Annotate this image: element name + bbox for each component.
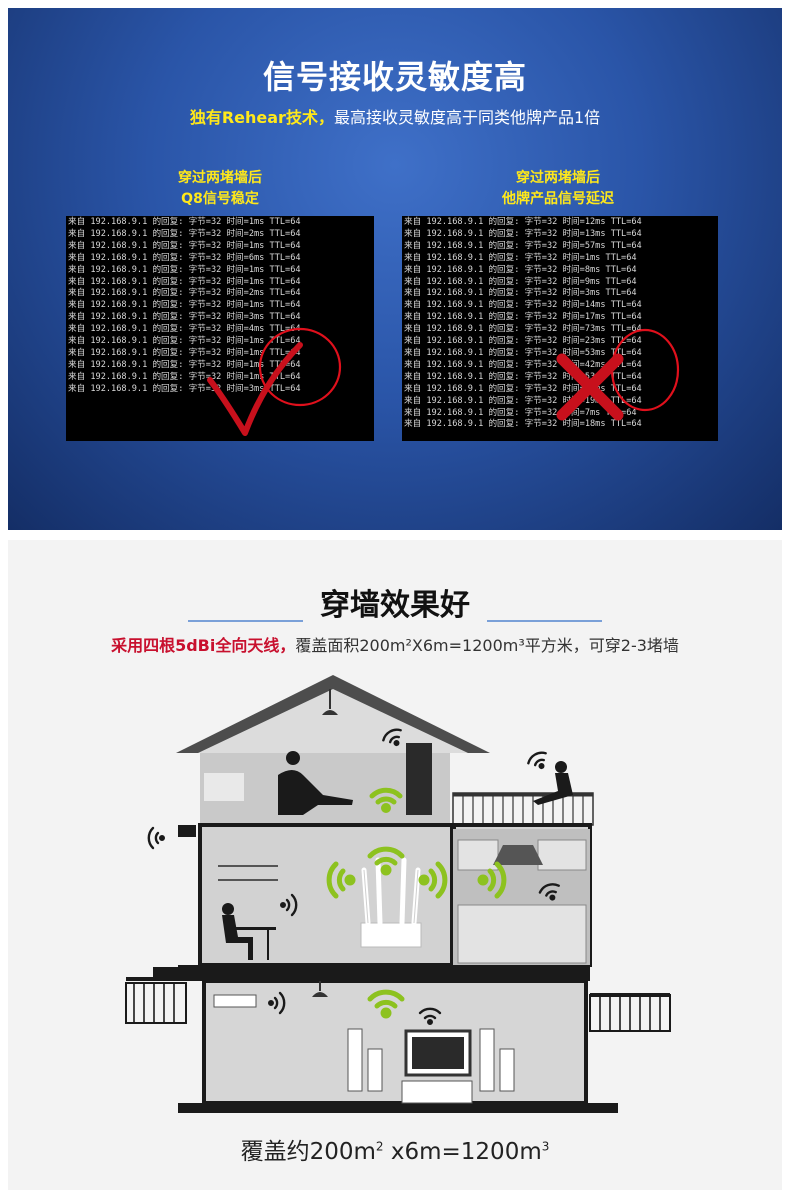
wall-penetration-title: 穿墙效果好 xyxy=(320,588,470,623)
wifi-icon xyxy=(367,846,405,876)
coverage-area-exponent: 2 xyxy=(375,1139,384,1154)
ping-line: 来自 192.168.9.1 的回复: 字节=32 时间=6ms TTL=64 xyxy=(68,252,301,263)
basement-room xyxy=(202,979,588,1105)
left-caption: 穿过两堵墙后 Q8信号稳定 xyxy=(120,168,320,210)
ping-line: 来自 192.168.9.1 的回复: 字节=32 时间=57ms TTL=64 xyxy=(404,240,642,251)
ping-line: 来自 192.168.9.1 的回复: 字节=32 时间=53ms TTL=64 xyxy=(404,347,642,358)
ping-line: 来自 192.168.9.1 的回复: 字节=32 时间=1ms TTL=64 xyxy=(68,276,301,287)
sensitivity-subtitle-text: 最高接收灵敏度高于同类他牌产品1倍 xyxy=(333,108,601,127)
ping-line: 来自 192.168.9.1 的回复: 字节=32 时间=2ms TTL=64 xyxy=(68,228,301,239)
ping-line: 来自 192.168.9.1 的回复: 字节=32 时间=1ms TTL=64 xyxy=(68,371,301,382)
wifi-icon xyxy=(326,861,356,899)
wifi-icon xyxy=(369,787,403,813)
antenna-subtitle: 采用四根5dBi全向天线，覆盖面积200m²X6m=1200m³平方米，可穿2-… xyxy=(0,632,790,656)
title-divider-right xyxy=(487,620,602,622)
wifi-icon xyxy=(477,861,507,899)
sensitivity-subtitle: 独有Rehear技术，最高接收灵敏度高于同类他牌产品1倍 xyxy=(0,104,790,128)
ping-line: 来自 192.168.9.1 的回复: 字节=32 时间=1ms TTL=64 xyxy=(68,347,301,358)
ping-line: 来自 192.168.9.1 的回复: 字节=32 时间=4ms TTL=64 xyxy=(68,324,301,335)
coverage-caption: 覆盖约200m2 x6m=1200m3 xyxy=(0,1132,790,1166)
ping-line: 来自 192.168.9.1 的回复: 字节=32 时间=1ms TTL=64 xyxy=(68,264,301,275)
right-caption-line1: 穿过两堵墙后 xyxy=(516,170,600,186)
title-divider-left xyxy=(188,620,303,622)
wifi-icon xyxy=(367,989,405,1019)
ping-terminal-other-brand: 来自 192.168.9.1 的回复: 字节=32 时间=12ms TTL=64… xyxy=(402,216,718,441)
rehear-highlight: 独有Rehear技术， xyxy=(189,108,334,127)
ping-line: 来自 192.168.9.1 的回复: 字节=32 时间=18ms TTL=64 xyxy=(404,419,642,430)
ping-line: 来自 192.168.9.1 的回复: 字节=32 时间=17ms TTL=64 xyxy=(404,312,642,323)
coverage-volume: x6m=1200m xyxy=(383,1139,542,1165)
coverage-volume-exponent: 3 xyxy=(541,1139,550,1154)
ping-line: 来自 192.168.9.1 的回复: 字节=32 时间=2ms TTL=64 xyxy=(68,288,301,299)
ping-line: 来自 192.168.9.1 的回复: 字节=32 时间=3ms TTL=64 xyxy=(404,288,637,299)
cross-mark-icon xyxy=(556,328,680,421)
ping-line: 来自 192.168.9.1 的回复: 字节=32 时间=23ms TTL=64 xyxy=(404,336,642,347)
wifi-icon-black-group xyxy=(147,728,560,1025)
ping-line: 来自 192.168.9.1 的回复: 字节=32 时间=1ms TTL=64 xyxy=(68,336,301,347)
router xyxy=(360,922,422,948)
ping-line: 来自 192.168.9.1 的回复: 字节=32 时间=14ms TTL=64 xyxy=(404,300,642,311)
left-caption-line1: 穿过两堵墙后 xyxy=(178,170,262,186)
ping-line: 来自 192.168.9.1 的回复: 字节=32 时间=13ms TTL=64 xyxy=(404,228,642,239)
right-caption-line2: 他牌产品信号延迟 xyxy=(502,191,614,207)
ping-line: 来自 192.168.9.1 的回复: 字节=32 时间=1ms TTL=64 xyxy=(68,217,301,227)
ping-line: 来自 192.168.9.1 的回复: 字节=32 时间=9ms TTL=64 xyxy=(404,276,637,287)
coverage-area: 覆盖约200m xyxy=(240,1139,376,1165)
ping-line: 来自 192.168.9.1 的回复: 字节=32 时间=42ms TTL=64 xyxy=(404,359,642,370)
antenna-highlight: 采用四根5dBi全向天线， xyxy=(111,636,296,655)
check-mark-icon xyxy=(207,327,342,436)
ping-line: 来自 192.168.9.1 的回复: 字节=32 时间=8ms TTL=64 xyxy=(404,264,637,275)
ping-line: 来自 192.168.9.1 的回复: 字节=32 时间=73ms TTL=64 xyxy=(404,324,642,335)
antenna-subtitle-text: 覆盖面积200m²X6m=1200m³平方米，可穿2-3堵墙 xyxy=(295,636,679,655)
ping-line: 来自 192.168.9.1 的回复: 字节=32 时间=3ms TTL=64 xyxy=(68,383,301,394)
ping-line: 来自 192.168.9.1 的回复: 字节=32 时间=3ms TTL=64 xyxy=(68,312,301,323)
ping-line: 来自 192.168.9.1 的回复: 字节=32 时间=1ms TTL=64 xyxy=(404,252,637,263)
ping-line: 来自 192.168.9.1 的回复: 字节=32 时间=1ms TTL=64 xyxy=(68,240,301,251)
house-illustration xyxy=(125,675,671,1113)
left-caption-line2: Q8信号稳定 xyxy=(181,191,259,207)
sensitivity-title: 信号接收灵敏度高 xyxy=(262,58,527,96)
right-caption: 穿过两堵墙后 他牌产品信号延迟 xyxy=(458,168,658,210)
wifi-icon xyxy=(418,861,448,899)
wifi-icon-green-group xyxy=(326,787,507,1019)
ping-line: 来自 192.168.9.1 的回复: 字节=32 时间=12ms TTL=64 xyxy=(404,217,642,227)
ping-line: 来自 192.168.9.1 的回复: 字节=32 时间=1ms TTL=64 xyxy=(68,300,301,311)
